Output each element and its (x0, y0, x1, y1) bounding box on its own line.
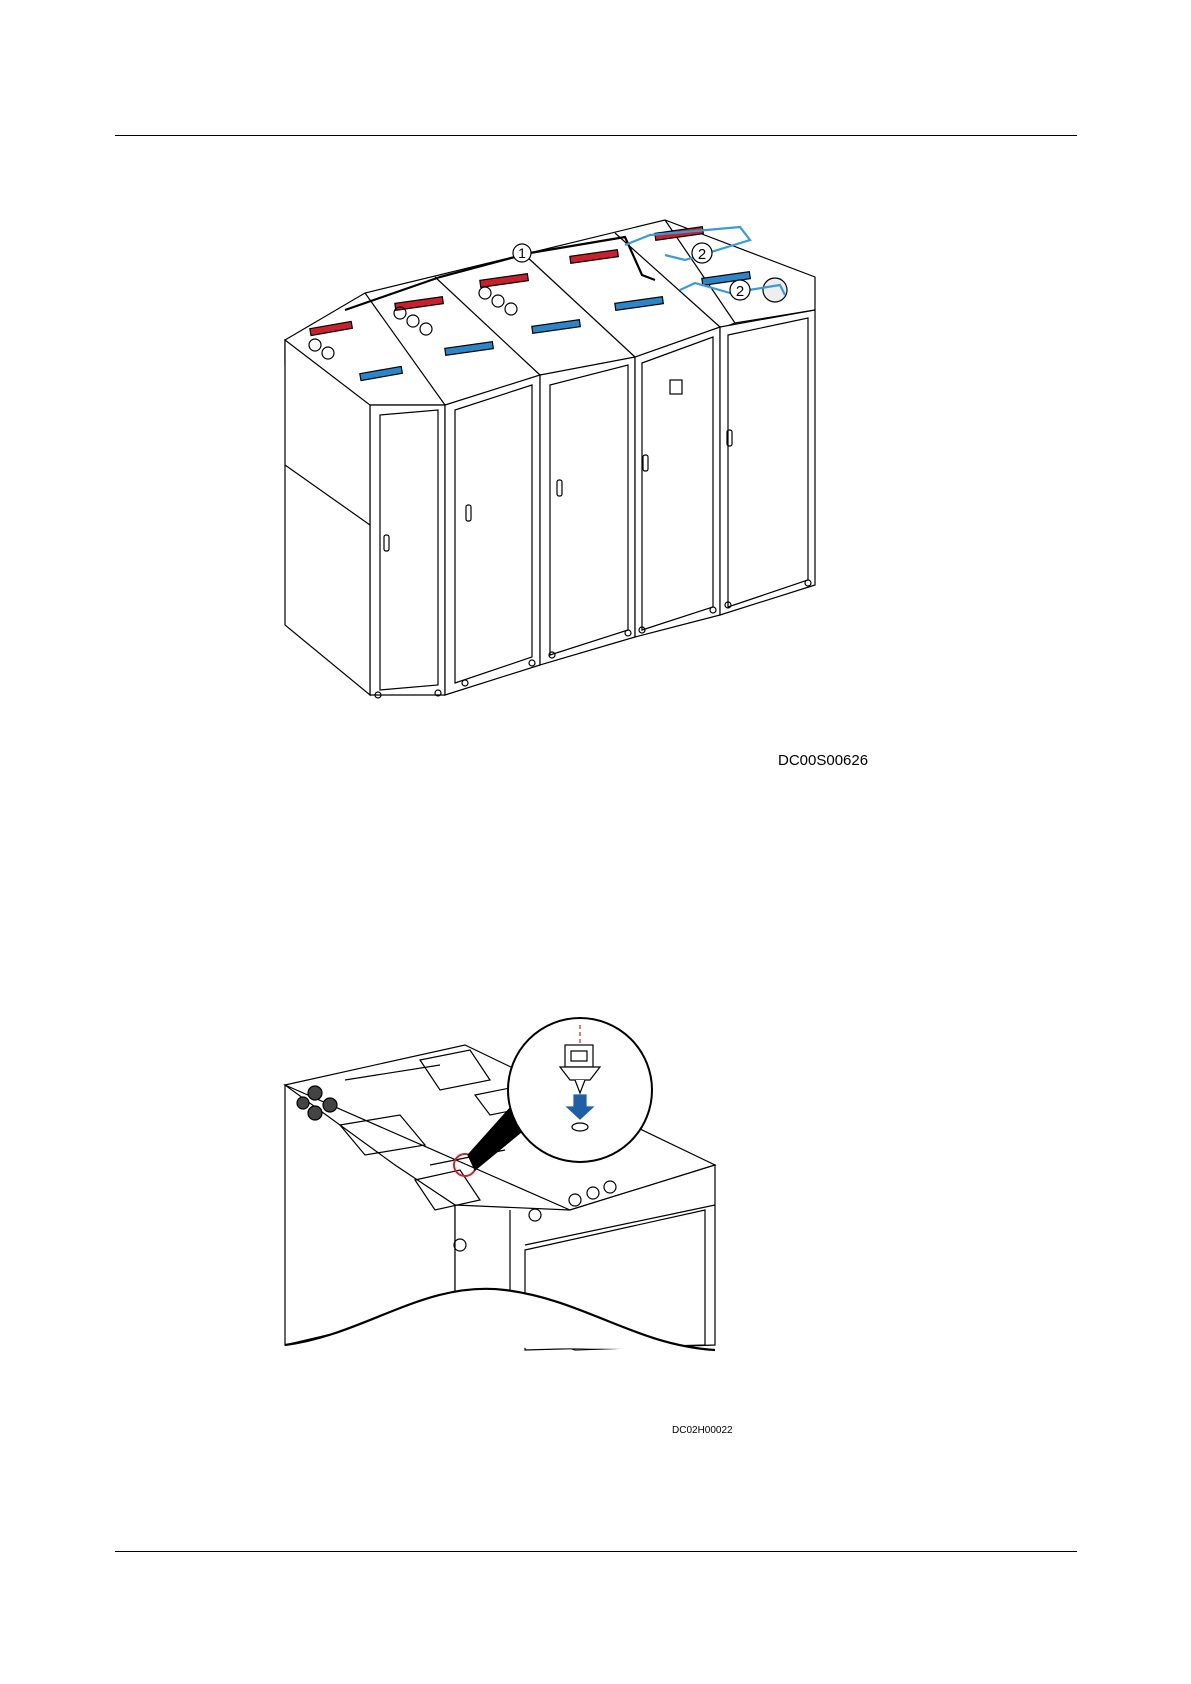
svg-text:2: 2 (698, 246, 706, 263)
figure-code: DC00S00626 (778, 752, 868, 769)
callout-2b: 2 (730, 280, 750, 300)
cabinet-row-figure: 1 2 2 (270, 205, 910, 775)
callout-2a: 2 (692, 243, 712, 263)
svg-text:1: 1 (518, 245, 526, 261)
svg-text:2: 2 (736, 283, 744, 300)
header-rule (115, 135, 1077, 136)
figure-code: DC02H00022 (672, 1425, 733, 1436)
footer-rule (115, 1551, 1077, 1552)
cabinet-top-figure (275, 1005, 745, 1435)
callout-1: 1 (513, 244, 531, 262)
